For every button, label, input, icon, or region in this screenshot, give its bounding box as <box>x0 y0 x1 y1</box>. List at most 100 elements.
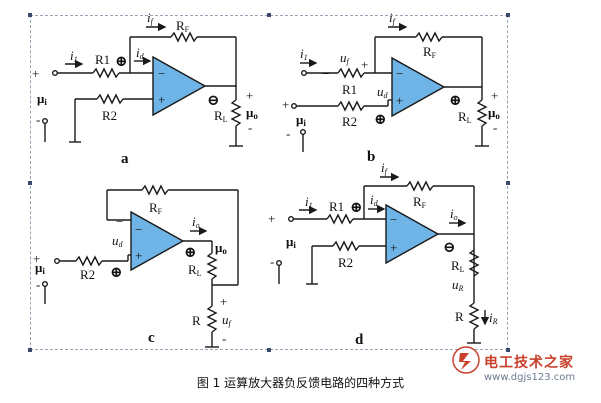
resistor-r2-b <box>337 100 365 112</box>
label-b-ud: ud <box>377 84 389 100</box>
watermark-logo-icon <box>452 346 480 374</box>
label-a-ui: μi <box>37 91 47 107</box>
label-c-uo: μo <box>215 240 227 256</box>
resize-handle-tr[interactable] <box>506 13 510 17</box>
label-d-plus-in: + <box>268 211 275 226</box>
label-a-r1: R1 <box>95 52 110 67</box>
label-a-plus-in: + <box>32 66 39 81</box>
label-b-ui: μi <box>296 112 306 128</box>
label-a-if: if <box>147 10 155 26</box>
watermark-url: www.dgjs123.com <box>484 372 576 383</box>
label-a-minus-in: - <box>36 112 40 127</box>
resize-handle-tm[interactable] <box>267 13 271 17</box>
resize-handle-tl[interactable] <box>28 13 32 17</box>
resistor-rf-c <box>141 184 169 196</box>
label-d-rl: RL <box>451 258 465 274</box>
label-c-r: R <box>192 313 201 328</box>
resize-handle-ml[interactable] <box>28 181 32 185</box>
label-d-id: id <box>370 192 379 208</box>
watermark-title: 电工技术之家 <box>484 355 574 371</box>
label-b-uf-minus: − <box>322 66 329 81</box>
resize-handle-bm[interactable] <box>267 348 271 352</box>
resistor-r2-c <box>75 255 103 267</box>
resistor-rl-b <box>476 99 488 127</box>
opamp-d <box>385 203 440 265</box>
label-b-plus-in: + <box>282 97 289 112</box>
label-b-uf-plus: + <box>361 57 368 72</box>
label-d-r: R <box>455 309 464 324</box>
input-terminal-a <box>52 69 59 76</box>
label-b-rf: RF <box>423 44 437 60</box>
label-a-id: id <box>136 45 145 61</box>
label-c-rf: RF <box>149 200 163 216</box>
label-d-r2: R2 <box>338 255 353 270</box>
label-d-node-sign: ⊕ <box>350 200 363 216</box>
label-d-op-plus: + <box>390 240 397 255</box>
label-a-op-plus: + <box>158 92 165 107</box>
label-d-i1: i1 <box>305 194 313 210</box>
label-d-ui: μi <box>286 234 296 250</box>
label-c-plus-in: + <box>33 251 40 266</box>
ground-terminal-c <box>42 281 49 288</box>
resistor-rf-a <box>170 31 198 43</box>
label-b-letter: b <box>367 149 375 165</box>
label-b-op-plus: + <box>396 93 403 108</box>
watermark: 电工技术之家 www.dgjs123.com <box>484 352 600 383</box>
resize-handle-mr[interactable] <box>506 181 510 185</box>
resistor-rl-c <box>206 252 218 280</box>
circuit-b <box>291 22 489 152</box>
label-a-op-minus: − <box>158 66 165 81</box>
label-c-ud-minus: − <box>116 214 123 229</box>
label-a-r2: R2 <box>102 108 117 123</box>
label-b-r1: R1 <box>342 82 357 97</box>
label-c-io: io <box>192 214 200 230</box>
label-c-plus-f: + <box>220 294 227 309</box>
circuit-a-labels: + - μi i1 R1 ⊕ if RF id − + R2 ⊖ + μo - … <box>32 10 258 167</box>
label-a-plus-out: + <box>246 88 253 103</box>
resistor-r2-d <box>332 240 360 252</box>
label-d-op-minus: − <box>390 212 397 227</box>
ground-terminal-b <box>300 128 307 135</box>
resistor-rl-d <box>468 249 480 277</box>
resistor-r1-b <box>337 67 365 79</box>
input-terminal-b <box>301 69 308 76</box>
label-b-if: if <box>389 10 397 26</box>
resistor-r-c <box>206 305 218 333</box>
label-d-ur: uR <box>452 277 464 293</box>
label-d-rf: RF <box>413 194 427 210</box>
resistor-r-d <box>468 302 480 330</box>
label-a-node-sign: ⊕ <box>115 54 128 70</box>
label-d-letter: d <box>355 332 364 348</box>
label-c-minus-in: - <box>36 277 40 292</box>
label-b-minus-in: - <box>286 126 290 141</box>
ground-terminal-a <box>42 117 49 124</box>
label-b-r2: R2 <box>342 114 357 129</box>
resistor-rf-b <box>415 31 443 43</box>
resistor-r2-a <box>96 93 124 105</box>
circuit-b-labels: i1 − uf + R1 if RF ud − + + μi - R2 ⊕ ⊕ … <box>282 10 500 165</box>
resize-handle-br[interactable] <box>506 348 510 352</box>
resize-handle-bl[interactable] <box>28 348 32 352</box>
figure-caption: 图 1 运算放大器负反馈电路的四种方式 <box>196 376 405 390</box>
label-a-out-sign: ⊖ <box>207 93 220 109</box>
label-a-i1: i1 <box>70 48 78 64</box>
resistor-rl-a <box>230 99 242 127</box>
label-d-ir: iR <box>489 310 498 326</box>
label-c-node-sign: ⊕ <box>110 265 123 281</box>
circuit-d <box>276 172 490 344</box>
label-c-uf: uf <box>222 312 233 328</box>
label-a-rf: RF <box>176 18 190 34</box>
label-b-plus-out: + <box>491 88 498 103</box>
label-c-op-minus: − <box>135 222 142 237</box>
label-c-out-sign: ⊕ <box>184 245 197 261</box>
ground-terminal-d <box>276 260 283 267</box>
label-d-minus-in: - <box>270 254 274 269</box>
label-b-uo: μo <box>488 105 500 121</box>
opamp-b <box>391 56 446 118</box>
label-a-letter: a <box>121 151 129 167</box>
circuit-d-labels: + μi - i1 R1 ⊕ if RF id − + R2 io ⊖ RL u… <box>268 160 498 348</box>
opamp-a <box>152 55 207 117</box>
label-c-minus-f: - <box>222 331 226 346</box>
label-d-r1: R1 <box>329 199 344 214</box>
